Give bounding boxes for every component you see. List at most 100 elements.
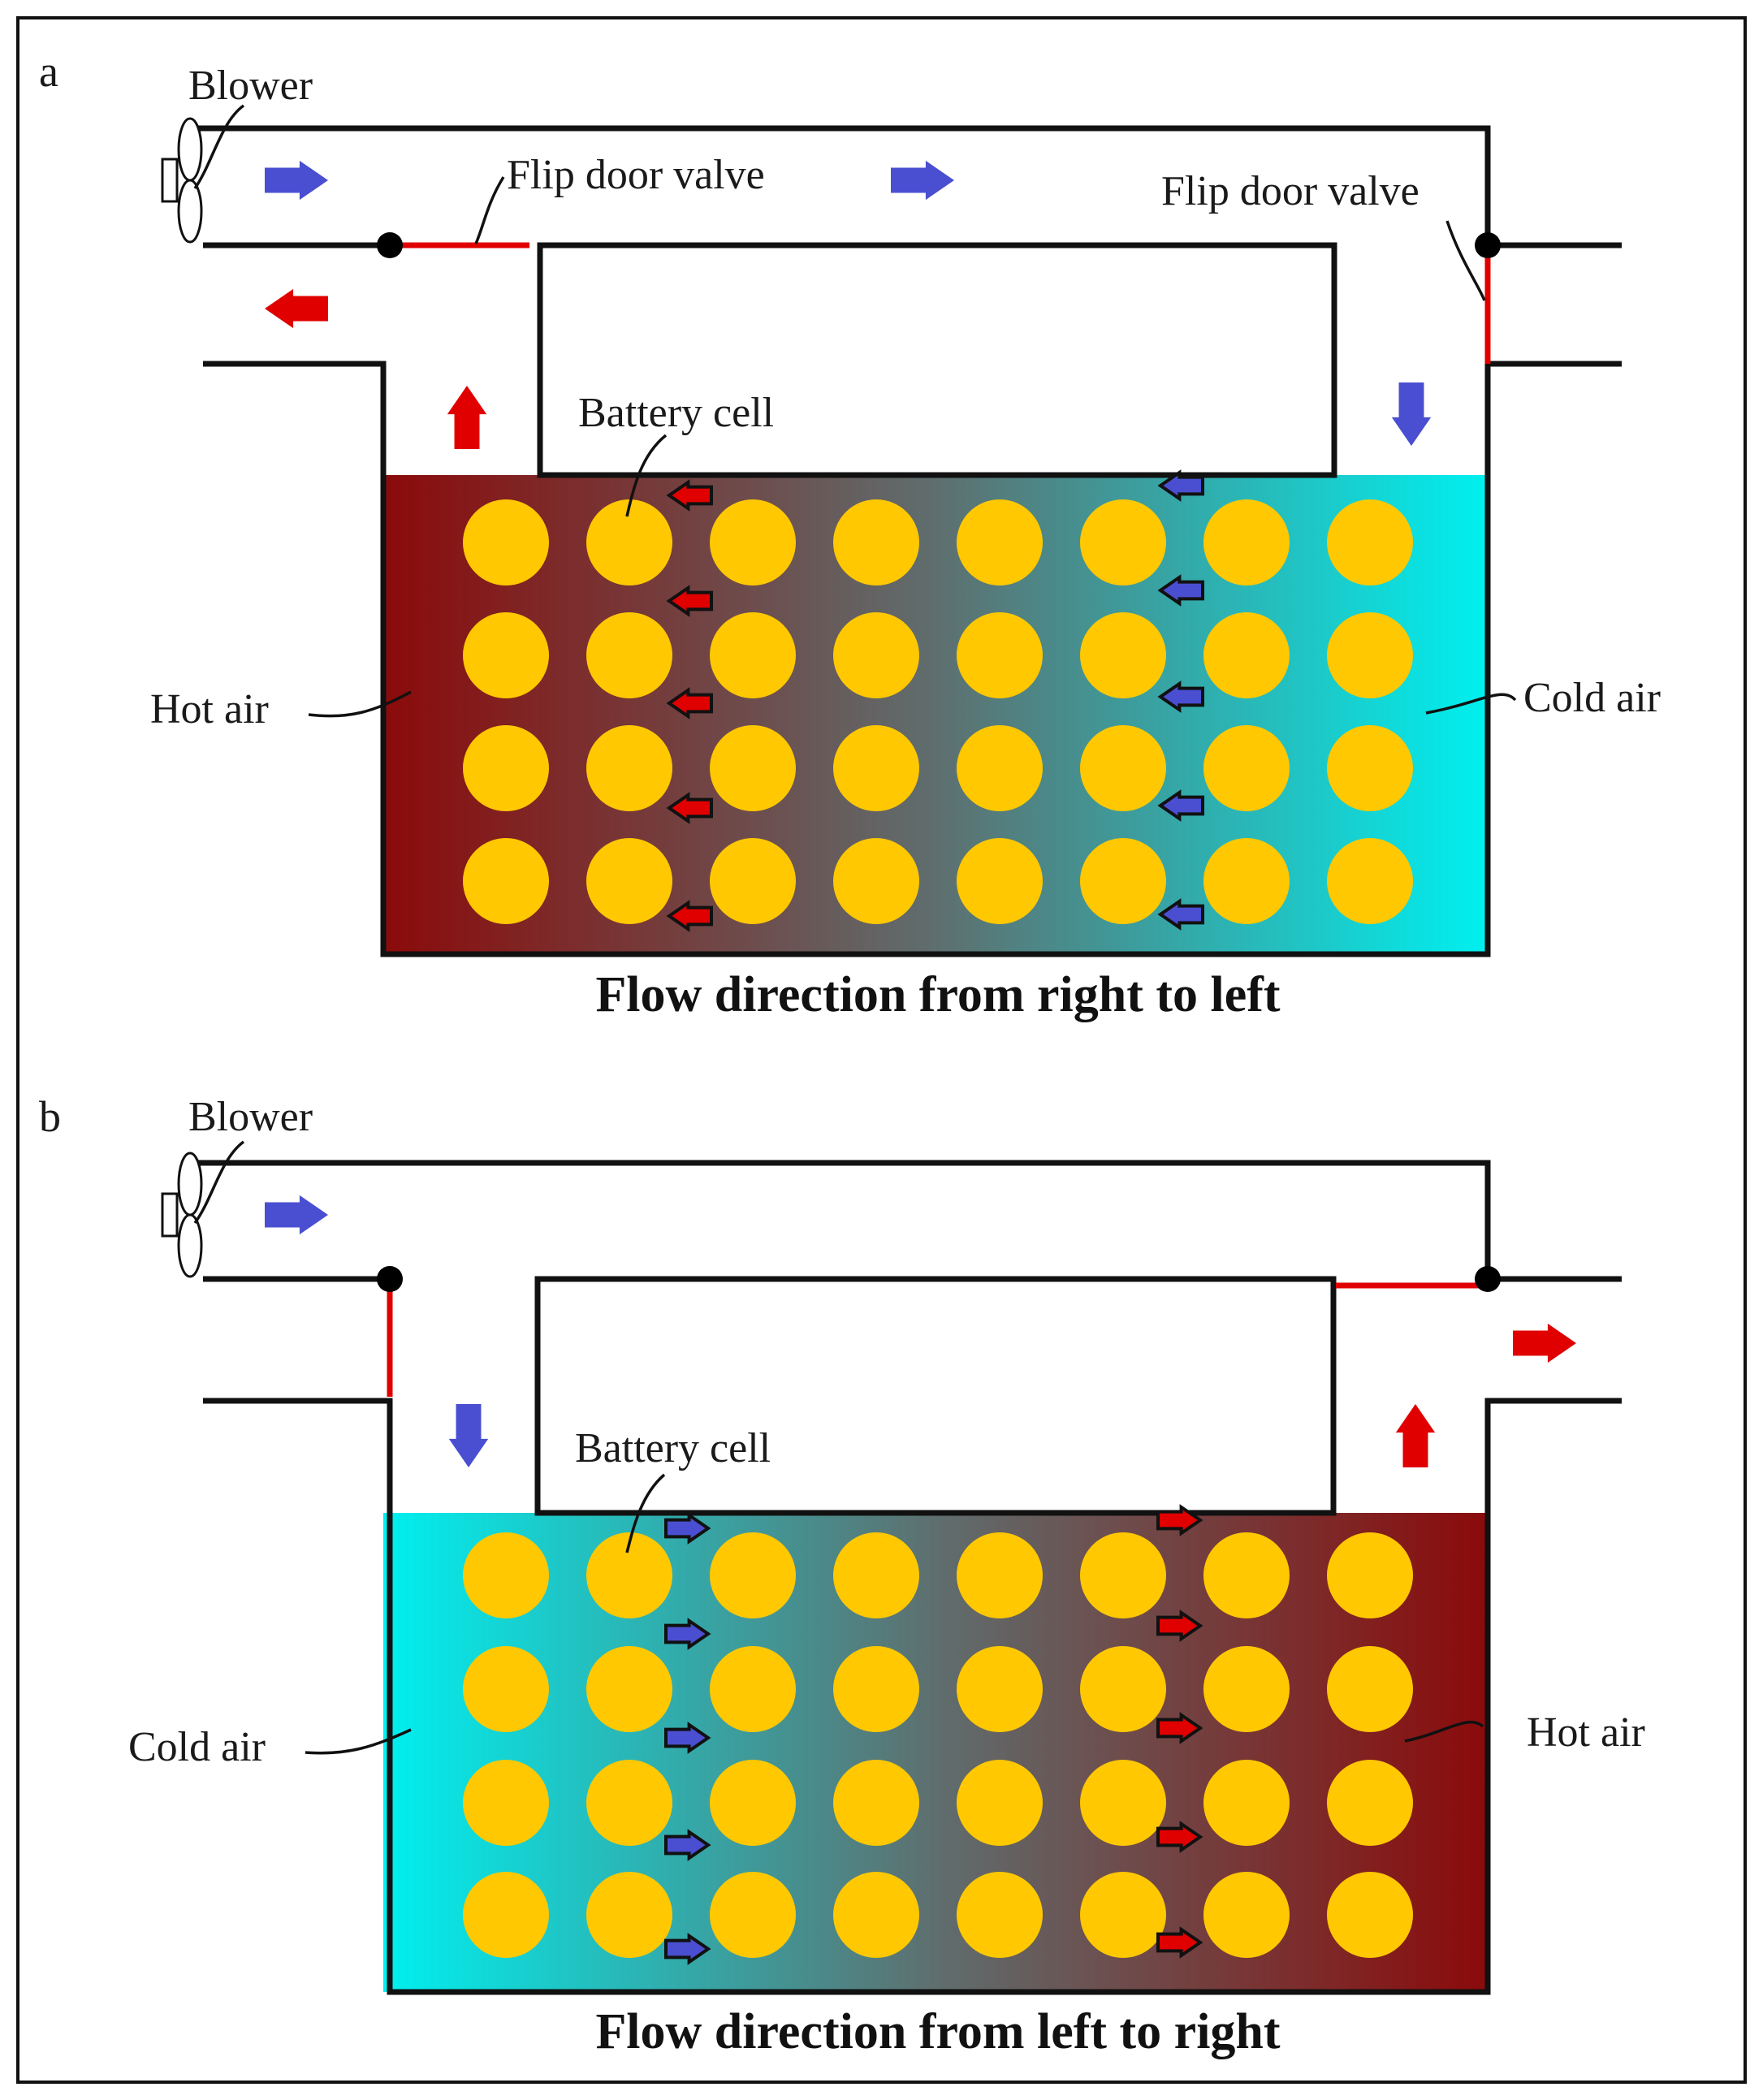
panel-a-battery-cell bbox=[586, 499, 672, 585]
panel-b-battery-cell bbox=[1080, 1646, 1166, 1732]
panel-b-battery-cell bbox=[463, 1872, 549, 1958]
panel-b-battery-cell bbox=[957, 1760, 1043, 1846]
flow-arrow-icon bbox=[1395, 1404, 1436, 1467]
panel-b-battery-pack bbox=[383, 1513, 1488, 1992]
panel-b-battery-cell bbox=[1327, 1760, 1413, 1846]
panel-b-battery-cell bbox=[586, 1760, 672, 1846]
flow-arrow-icon bbox=[265, 160, 328, 201]
panel-a-duct-top bbox=[195, 125, 1491, 957]
panel-a-battery-cell bbox=[1080, 612, 1166, 698]
panel-b-battery-cell bbox=[1327, 1646, 1413, 1732]
panel-a-battery-cell bbox=[833, 612, 919, 698]
panel-a-right-air-label: Cold air bbox=[1523, 675, 1661, 721]
flow-arrow-icon bbox=[666, 792, 713, 824]
panel-b-battery-cell bbox=[833, 1646, 919, 1732]
panel-b-battery-cell bbox=[710, 1872, 796, 1958]
panel-b-duct-top bbox=[195, 1160, 1622, 1282]
panel-b-battery-cell bbox=[1080, 1760, 1166, 1846]
panel-b-battery-cell bbox=[1327, 1872, 1413, 1958]
panel-a-letter: a bbox=[39, 47, 58, 96]
panel-a-duct-outlet-right bbox=[1488, 242, 1622, 367]
panel-b-battery-cell bbox=[957, 1532, 1043, 1618]
panel-a-valve-right-leader bbox=[1445, 220, 1486, 301]
flow-arrow-icon bbox=[1157, 789, 1204, 822]
flow-arrow-icon bbox=[1157, 898, 1204, 931]
flow-arrow-icon bbox=[664, 1618, 711, 1650]
panel-b-battery-cell bbox=[957, 1646, 1043, 1732]
flow-arrow-icon bbox=[666, 687, 713, 719]
panel-b-battery-cell bbox=[586, 1532, 672, 1618]
panel-b-battery-cell bbox=[833, 1760, 919, 1846]
flow-arrow-icon bbox=[664, 1933, 711, 1965]
panel-b-left-pivot-icon bbox=[377, 1266, 403, 1292]
panel-a: a Blower Flip door valve Flip door valve… bbox=[39, 47, 1661, 1022]
panel-a-flow-arrows bbox=[265, 160, 1432, 932]
panel-b-fan-icon bbox=[161, 1152, 203, 1278]
panel-a-battery-cell bbox=[586, 838, 672, 924]
panel-b-battery-cell bbox=[957, 1872, 1043, 1958]
panel-b-battery-cell bbox=[1203, 1646, 1290, 1732]
panel-a-battery-cell bbox=[1080, 499, 1166, 585]
panel-a-blower-leader bbox=[193, 104, 245, 189]
panel-b-cell-leader bbox=[625, 1473, 666, 1553]
panel-a-battery-cell bbox=[463, 725, 549, 811]
panel-b-cold-leader bbox=[305, 1728, 412, 1755]
flow-arrow-icon bbox=[1156, 1610, 1203, 1642]
flow-arrow-icon bbox=[1157, 574, 1204, 607]
panel-a-battery-cell bbox=[463, 838, 549, 924]
panel-b-battery-cell bbox=[710, 1532, 796, 1618]
panel-a-battery-cell bbox=[957, 838, 1043, 924]
panel-b-battery-cell bbox=[1080, 1532, 1166, 1618]
figure-frame bbox=[16, 16, 1747, 2084]
panel-b-blower-leader bbox=[193, 1140, 245, 1225]
panel-b-battery-cell bbox=[833, 1532, 919, 1618]
panel-a-cold-leader bbox=[1425, 693, 1517, 715]
flow-arrow-icon bbox=[664, 1829, 711, 1861]
panel-a-battery-pack bbox=[383, 475, 1488, 954]
panel-b-battery-cell bbox=[1327, 1532, 1413, 1618]
panel-a-left-air-label: Hot air bbox=[150, 686, 269, 732]
panel-a-battery-cell bbox=[710, 838, 796, 924]
panel-b-battery-cell bbox=[463, 1532, 549, 1618]
panel-a-battery-cell bbox=[1080, 838, 1166, 924]
panel-a-battery-cell bbox=[1203, 838, 1290, 924]
panel-a-cell-leader bbox=[625, 434, 668, 517]
panel-a-battery-cell bbox=[710, 612, 796, 698]
panel-a-cell-grid bbox=[463, 499, 1413, 924]
panel-b-flow-arrows bbox=[265, 1195, 1576, 1965]
panel-a-left-pivot-icon bbox=[377, 232, 403, 258]
panel-a-caption: Flow direction from right to left bbox=[595, 967, 1280, 1022]
panel-a-battery-cell bbox=[1327, 499, 1413, 585]
panel-a-battery-cell bbox=[957, 612, 1043, 698]
flow-arrow-icon bbox=[1156, 1504, 1203, 1536]
panel-b-hot-leader bbox=[1404, 1720, 1484, 1743]
panel-a-battery-cell bbox=[710, 499, 796, 585]
panel-a-battery-cell bbox=[1327, 725, 1413, 811]
panel-b-battery-cell bbox=[463, 1760, 549, 1846]
panel-b-right-air-label: Hot air bbox=[1527, 1709, 1645, 1756]
panel-a-fan-icon bbox=[161, 117, 203, 244]
panel-a-valve-right-label: Flip door valve bbox=[1161, 168, 1419, 214]
panel-b-caption: Flow direction from left to right bbox=[595, 2004, 1280, 2059]
panel-b-battery-cell bbox=[1203, 1532, 1290, 1618]
panel-b-battery-cell bbox=[463, 1646, 549, 1732]
panel-b-left-air-label: Cold air bbox=[128, 1724, 266, 1770]
panel-a-battery-cell bbox=[1203, 725, 1290, 811]
panel-b-battery-cell bbox=[1080, 1872, 1166, 1958]
panel-b-battery-cell bbox=[833, 1872, 919, 1958]
flow-arrow-icon bbox=[1391, 382, 1432, 446]
flow-arrow-icon bbox=[1157, 469, 1204, 502]
panel-a-battery-cell bbox=[586, 612, 672, 698]
flow-arrow-icon bbox=[666, 585, 713, 617]
flow-arrow-icon bbox=[265, 1195, 328, 1235]
panel-a-battery-cell bbox=[833, 725, 919, 811]
flow-arrow-icon bbox=[448, 1404, 489, 1467]
panel-a-valve-left-leader bbox=[474, 176, 505, 244]
panel-b-battery-cell bbox=[1203, 1760, 1290, 1846]
panel-b-battery-cell bbox=[586, 1646, 672, 1732]
flow-arrow-icon bbox=[1156, 1712, 1203, 1744]
panel-b-battery-cell bbox=[710, 1646, 796, 1732]
panel-b-battery-cell bbox=[1203, 1872, 1290, 1958]
panel-a-battery-cell bbox=[1080, 725, 1166, 811]
flow-arrow-icon bbox=[891, 160, 954, 201]
